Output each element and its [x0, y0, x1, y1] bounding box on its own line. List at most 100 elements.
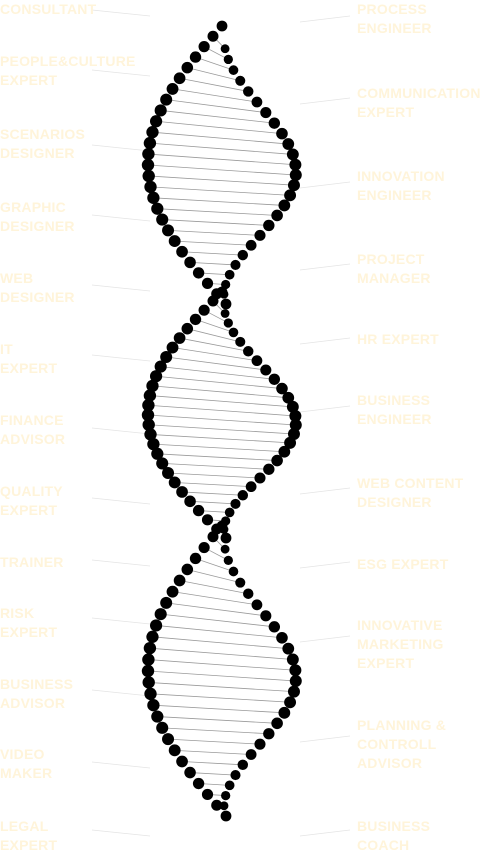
- helix-node-inner: [276, 127, 288, 140]
- helix-rung: [148, 682, 294, 693]
- helix-node-outer: [220, 810, 232, 822]
- helix-rungs: [147, 35, 296, 807]
- leader-line-right: [299, 337, 351, 345]
- helix-rung: [168, 738, 261, 745]
- helix-node-outer: [184, 256, 196, 269]
- helix-node-outer: [154, 104, 167, 117]
- helix-node-outer: [156, 213, 169, 226]
- helix-node-inner: [287, 685, 300, 698]
- leader-line-right: [299, 97, 351, 105]
- helix-node-inner: [221, 790, 231, 801]
- helix-node-inner: [223, 555, 233, 565]
- helix-node-outer: [156, 457, 169, 470]
- leader-line-left: [91, 144, 151, 152]
- label-consultant: CONSULTANT: [0, 1, 97, 17]
- helix-node-inner: [221, 279, 231, 290]
- helix-node-outer: [176, 755, 188, 768]
- helix-node-inner: [220, 44, 230, 54]
- helix-node-outer: [198, 541, 210, 554]
- helix-rung: [195, 319, 234, 333]
- label-scenarios-designer: SCENARIOS DESIGNER: [0, 126, 86, 161]
- label-finance-advisor: FINANCE ADVISOR: [0, 412, 66, 447]
- helix-node-outer: [141, 158, 155, 172]
- helix-node-inner: [263, 219, 275, 232]
- helix-node-outer: [211, 799, 223, 811]
- helix-node-outer: [201, 514, 214, 526]
- helix-node-inner: [243, 346, 254, 357]
- helix-node-outer: [156, 721, 169, 734]
- helix-rung: [172, 591, 257, 606]
- leader-line-right: [299, 263, 351, 271]
- label-project-manager: PROJECT MANAGER: [357, 251, 431, 286]
- helix-node-inner: [220, 309, 230, 318]
- leader-line-left: [91, 829, 151, 837]
- helix-rung: [156, 375, 283, 389]
- helix-node-outer: [149, 115, 163, 128]
- helix-rung: [168, 229, 261, 236]
- label-people-culture: PEOPLE&CULTURE EXPERT: [0, 53, 136, 88]
- helix-rung: [153, 704, 285, 714]
- helix-node-inner: [282, 391, 295, 404]
- helix-rung: [147, 414, 296, 426]
- helix-rung: [174, 482, 252, 488]
- helix-rung: [152, 636, 289, 650]
- helix-node-outer: [144, 687, 157, 700]
- helix-rung: [147, 164, 296, 176]
- helix-node-inner: [223, 318, 233, 328]
- leader-line-right: [299, 487, 351, 495]
- helix-rung: [174, 749, 252, 755]
- helix-rung: [179, 337, 249, 352]
- helix-rung: [162, 727, 269, 735]
- helix-node-inner: [284, 436, 297, 449]
- helix-node-inner: [268, 373, 281, 385]
- helix-node-inner: [219, 289, 229, 299]
- helix-rung: [187, 328, 241, 343]
- helix-node-outer: [168, 744, 181, 757]
- helix-node-outer: [181, 61, 194, 74]
- helix-node-outer: [151, 447, 164, 460]
- helix-node-inner: [251, 599, 263, 611]
- helix-node-inner: [278, 445, 291, 458]
- helix-rung: [160, 366, 275, 380]
- leader-line-right: [299, 15, 351, 23]
- helix-node-outer: [142, 418, 155, 431]
- label-planning-controll: PLANNING & CONTROLL ADVISOR: [357, 717, 447, 771]
- label-business-coach: BUSINESS COACH: [357, 818, 431, 853]
- helix-node-inner: [286, 400, 299, 413]
- helix-node-inner: [260, 364, 272, 376]
- helix-node-inner: [245, 481, 257, 493]
- helix-node-outer: [207, 531, 219, 543]
- label-graphic-designer: GRAPHIC DESIGNER: [0, 199, 75, 234]
- helix-rung: [160, 613, 275, 628]
- helix-node-outer: [166, 82, 179, 95]
- helix-rung: [152, 131, 289, 145]
- helix-rung: [195, 558, 234, 572]
- helix-rung: [160, 110, 275, 124]
- helix-rung: [147, 670, 296, 682]
- helix-node-inner: [278, 706, 291, 719]
- helix-node-outer: [142, 169, 155, 183]
- helix-node-outer: [184, 495, 196, 508]
- helix-node-inner: [263, 728, 275, 740]
- helix-rung: [157, 453, 278, 461]
- helix-node-outer: [166, 585, 179, 598]
- leader-line-left: [91, 497, 151, 505]
- helix-rung: [157, 208, 278, 216]
- helix-strand-a: [141, 20, 232, 822]
- helix-node-inner: [230, 259, 241, 270]
- helix-node-outer: [207, 30, 219, 42]
- helix-node-inner: [289, 158, 302, 171]
- helix-node-inner: [289, 664, 302, 677]
- helix-node-outer: [146, 126, 159, 139]
- helix-node-outer: [162, 733, 175, 746]
- helix-node-outer: [154, 360, 167, 373]
- helix-node-outer: [142, 399, 155, 412]
- leader-line-left: [91, 69, 151, 77]
- leader-line-right: [299, 405, 351, 413]
- helix-node-inner: [235, 75, 246, 86]
- helix-node-outer: [149, 370, 163, 383]
- helix-node-outer: [143, 389, 157, 402]
- helix-node-inner: [228, 566, 239, 577]
- helix-node-outer: [149, 619, 163, 632]
- leader-line-left: [91, 761, 151, 769]
